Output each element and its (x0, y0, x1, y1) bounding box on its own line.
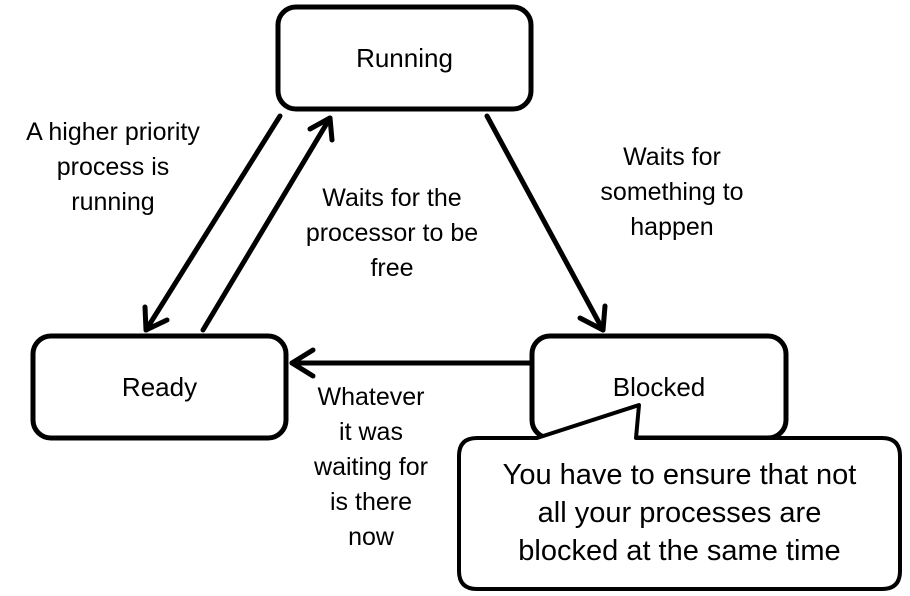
label-line: now (348, 523, 394, 551)
running-state-box (275, 4, 534, 112)
callout-line: all your processes are (537, 497, 822, 529)
ready-state-box (30, 333, 289, 441)
callout-bubble (457, 403, 902, 591)
label-line: it was (339, 418, 403, 446)
ready-state-label: Ready (121, 372, 198, 402)
arrow-blocked-to-ready (289, 347, 533, 379)
arrow-running-to-blocked (484, 113, 608, 333)
label-line: waiting for (314, 453, 428, 481)
label-line: Whatever (317, 383, 425, 411)
label-line: is there (330, 488, 412, 516)
blocked-state-label: Blocked (612, 372, 706, 402)
label-line: Waits for the (322, 184, 462, 212)
callout-line: blocked at the same time (518, 535, 841, 567)
label-line: free (370, 254, 414, 282)
label-ready-to-running: Waits for the processor to be free (282, 181, 502, 286)
label-line: Waits for (623, 143, 721, 171)
label-running-to-ready: A higher priority process is running (0, 115, 226, 220)
label-line: something to (600, 178, 744, 206)
arrow-ready-to-running (200, 115, 335, 333)
label-line: running (71, 188, 155, 216)
label-line: processor to be (305, 219, 479, 247)
label-line: A higher priority (26, 118, 200, 146)
label-running-to-blocked: Waits for something to happen (572, 140, 772, 245)
callout-line: You have to ensure that not (502, 459, 857, 491)
label-blocked-to-ready: Whatever it was waiting for is there now (296, 380, 446, 555)
arrow-running-to-ready (142, 113, 283, 333)
label-line: process is (56, 153, 170, 181)
running-state-label: Running (356, 43, 453, 73)
label-line: happen (630, 213, 714, 241)
callout-text: You have to ensure that not all your pro… (459, 456, 900, 570)
